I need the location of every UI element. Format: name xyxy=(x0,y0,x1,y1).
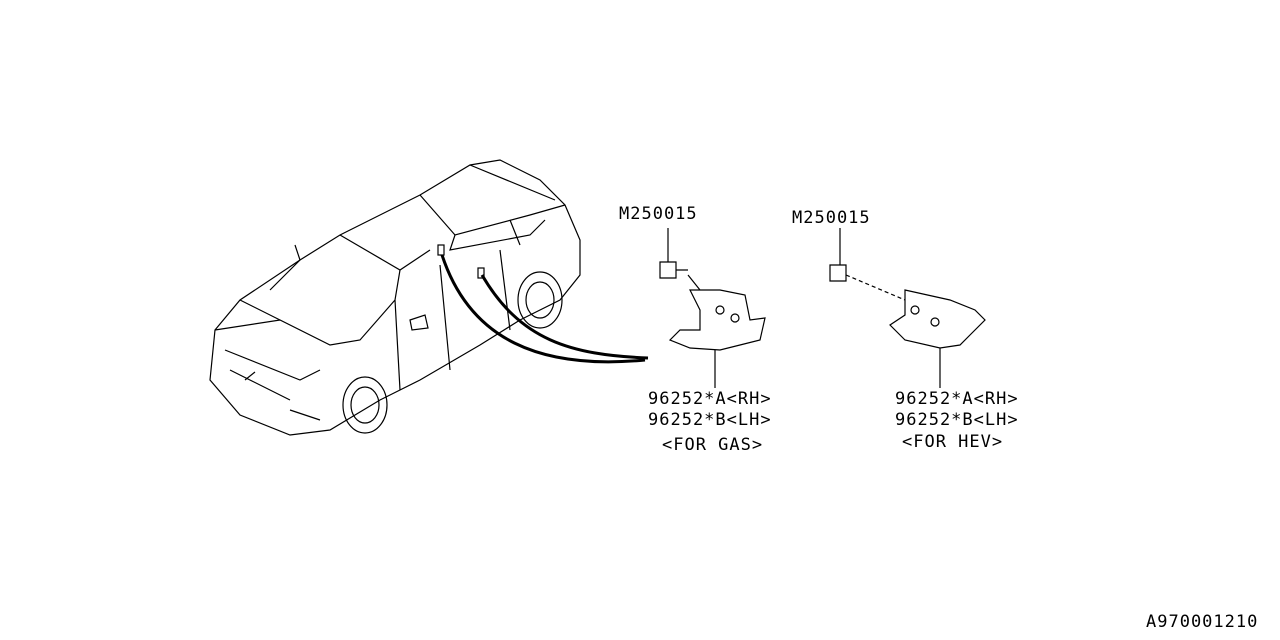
variant-label-hev: <FOR HEV> xyxy=(902,432,1004,452)
part-label-rh-hev: 96252*A<RH> xyxy=(895,389,1019,409)
bracket-gas xyxy=(659,228,766,388)
variant-label-gas: <FOR GAS> xyxy=(662,435,764,455)
part-label-lh-gas: 96252*B<LH> xyxy=(648,410,772,430)
diagram-id: A970001210 xyxy=(1146,612,1259,632)
bolt-label-hev: M250015 xyxy=(792,208,871,228)
bracket-hev xyxy=(829,228,986,388)
bolt-label-gas: M250015 xyxy=(619,204,698,224)
vehicle-illustration xyxy=(209,159,581,436)
leader-curves xyxy=(440,254,649,364)
part-label-lh-hev: 96252*B<LH> xyxy=(895,410,1019,430)
part-label-rh-gas: 96252*A<RH> xyxy=(648,389,772,409)
